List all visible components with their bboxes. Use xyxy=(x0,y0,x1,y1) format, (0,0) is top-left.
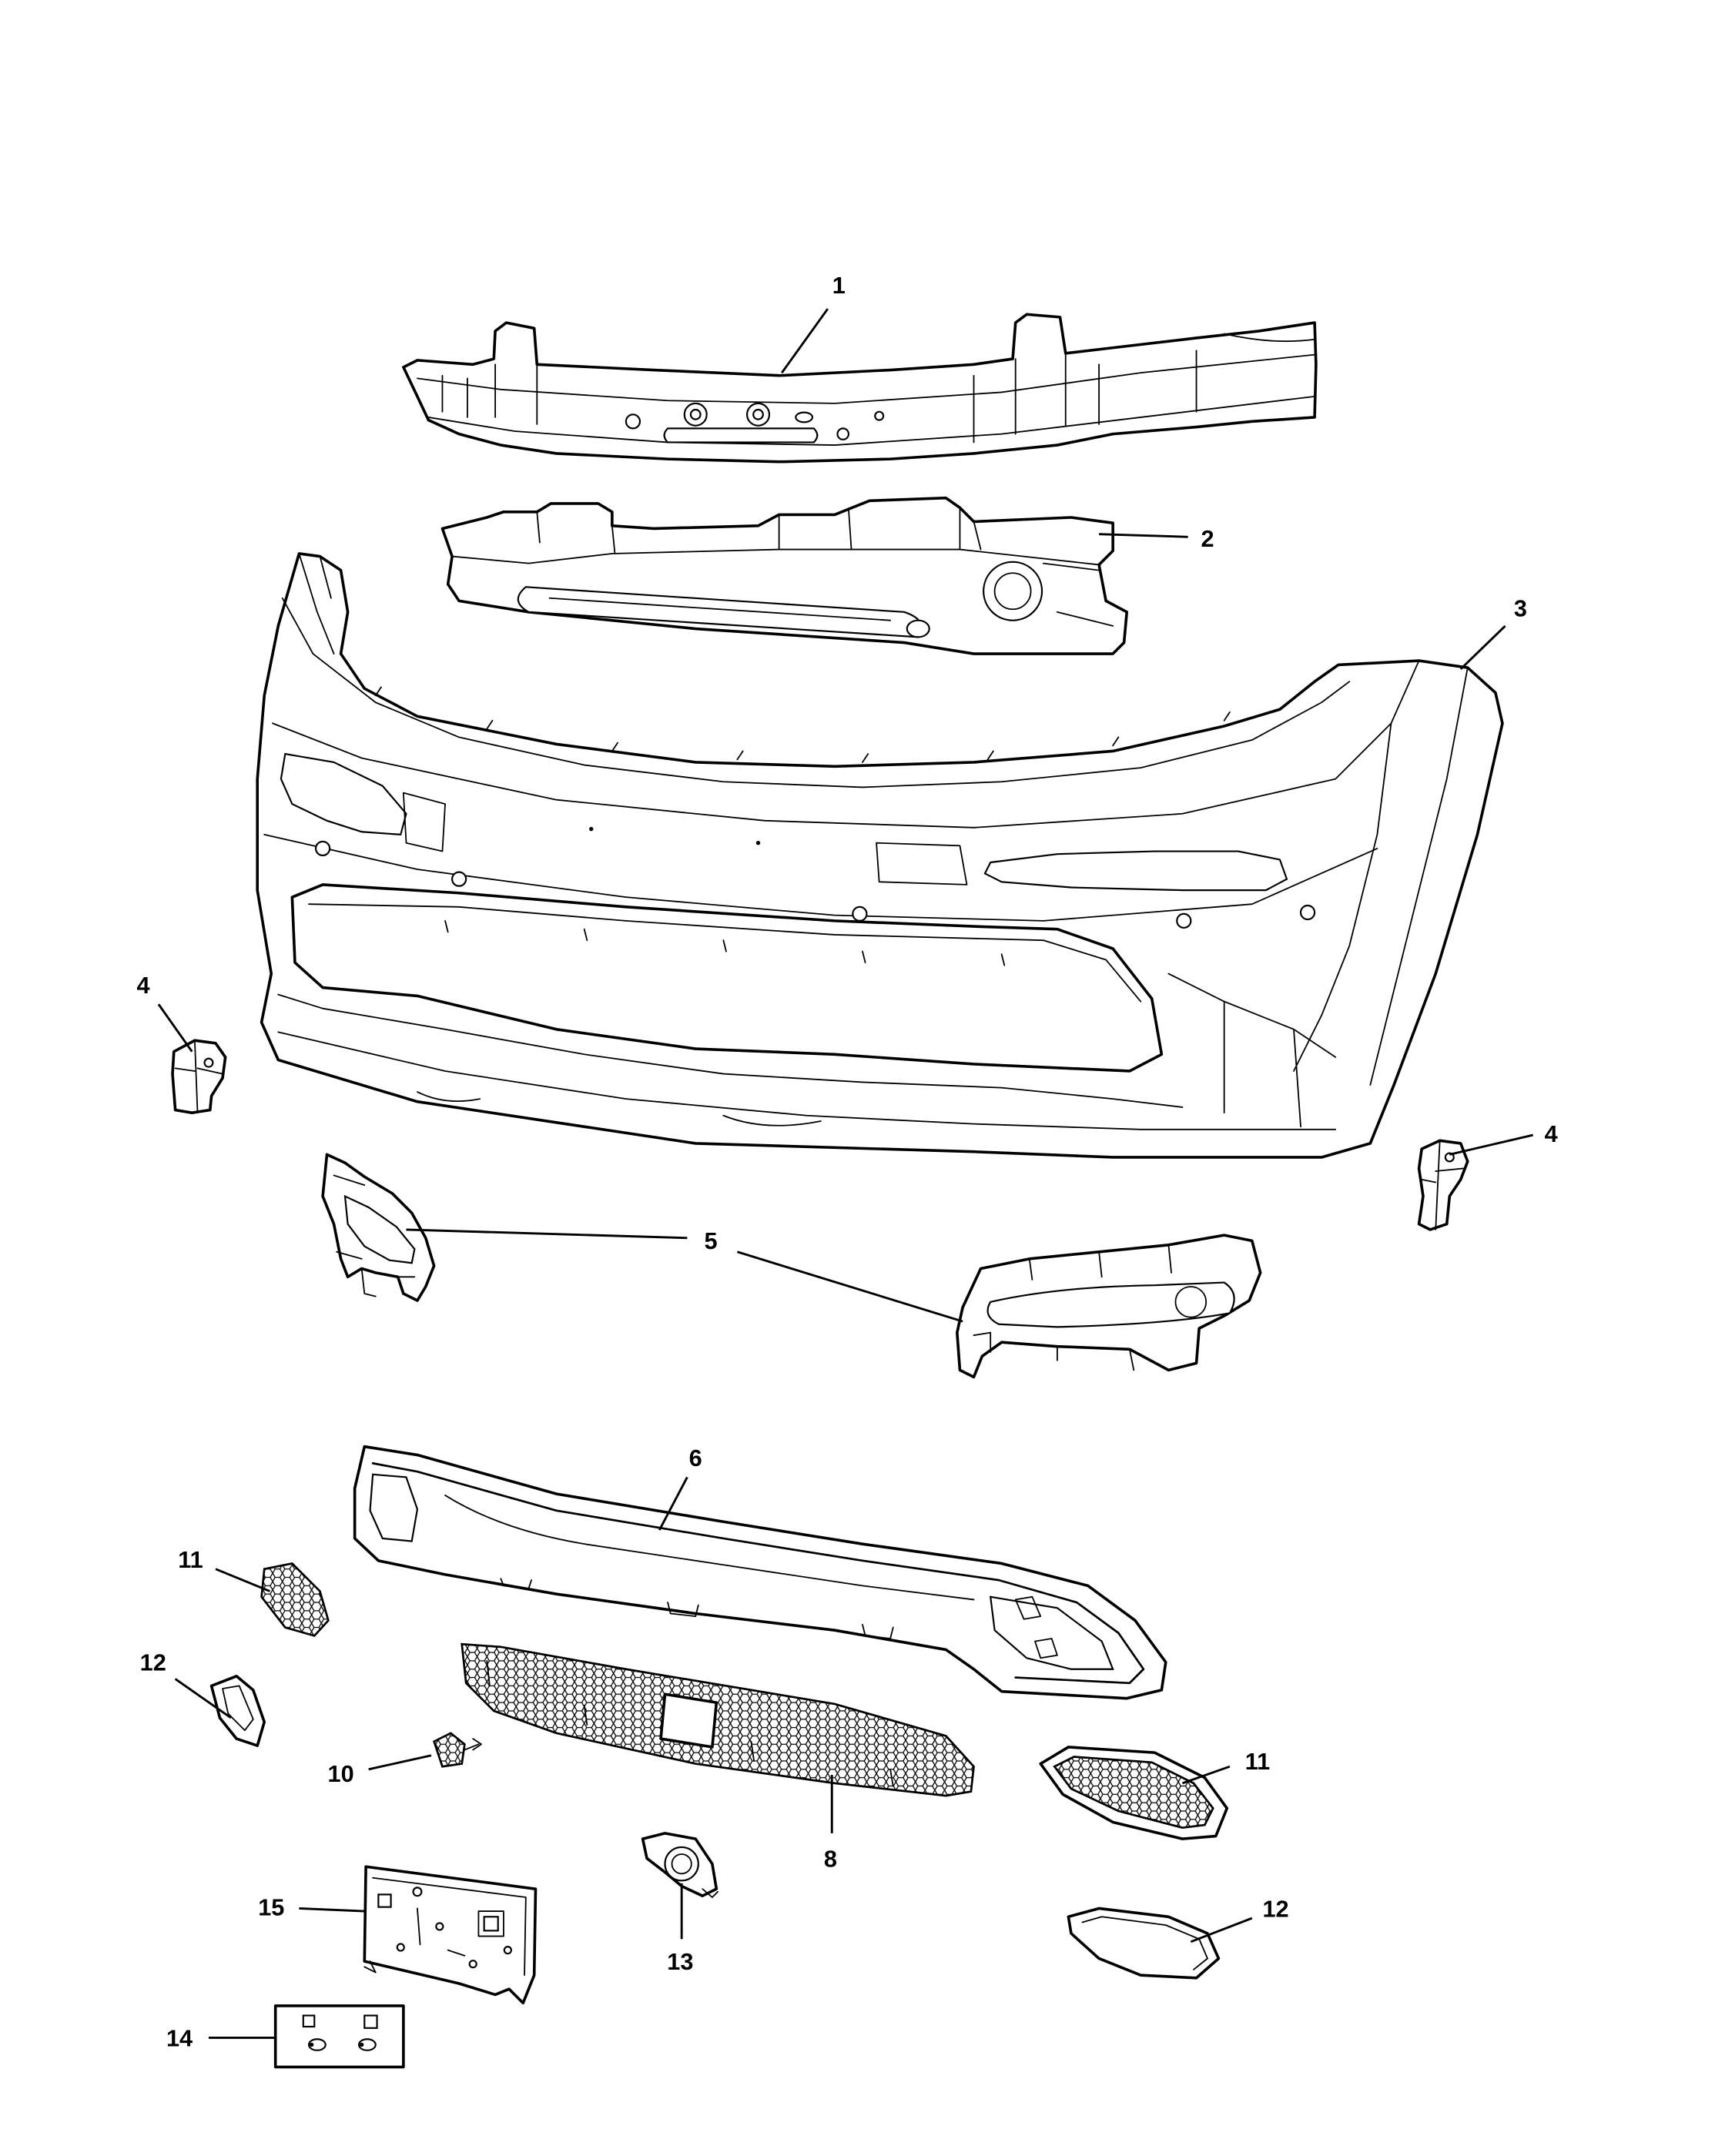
callout-label-6: 6 xyxy=(689,1445,702,1471)
part-14-hardware-box xyxy=(273,2004,405,2069)
callout-label-11-right: 11 xyxy=(1245,1748,1270,1775)
callout-label-11-left: 11 xyxy=(178,1546,203,1573)
part-3-fascia xyxy=(256,552,1504,1159)
callout-labels: 1 2 3 4 4 5 6 11 12 10 8 11 15 13 12 14 xyxy=(137,272,1558,2051)
part-1-beam xyxy=(402,313,1318,464)
callout-label-15: 15 xyxy=(258,1893,284,1920)
part-12-cover-right xyxy=(1067,1907,1221,1980)
part-4-bracket-right xyxy=(1417,1139,1469,1231)
leader-line-2 xyxy=(1099,533,1188,538)
part-11-grille-right xyxy=(1039,1746,1229,1840)
leader-line-5-left xyxy=(406,1228,688,1240)
callout-label-14: 14 xyxy=(166,2024,193,2051)
leader-line-12-left xyxy=(174,1678,232,1719)
callout-label-5: 5 xyxy=(705,1227,718,1254)
leader-line-11-right xyxy=(1182,1765,1231,1785)
part-12-cover-left xyxy=(209,1674,266,1747)
part-11-grille-left xyxy=(260,1562,330,1637)
part-13-bezel xyxy=(641,1832,719,1898)
callout-label-12-left: 12 xyxy=(140,1649,166,1676)
leader-line-15 xyxy=(299,1907,365,1913)
callout-label-4-left: 4 xyxy=(137,972,150,999)
part-10-clip xyxy=(432,1732,482,1768)
callout-label-4-right: 4 xyxy=(1545,1120,1558,1147)
leader-line-5-right xyxy=(736,1250,963,1323)
callout-label-1: 1 xyxy=(832,272,846,299)
part-5-bezel-right xyxy=(956,1234,1262,1379)
callout-label-10: 10 xyxy=(328,1760,354,1787)
part-5-bezel-left xyxy=(321,1153,436,1302)
leader-lines xyxy=(157,308,1534,2039)
callout-label-12-right: 12 xyxy=(1262,1895,1288,1922)
leader-line-12-right xyxy=(1190,1917,1253,1943)
part-15-plate-bracket xyxy=(363,1865,538,2005)
leader-line-1 xyxy=(781,308,829,373)
leader-line-4-right xyxy=(1449,1133,1534,1156)
leader-line-4-left xyxy=(157,1003,193,1053)
leader-line-6 xyxy=(658,1476,688,1531)
leader-line-10 xyxy=(368,1754,432,1771)
callout-label-3: 3 xyxy=(1514,594,1527,621)
leader-line-3 xyxy=(1459,624,1506,670)
part-8-lower-grille xyxy=(461,1642,975,1797)
callout-label-8: 8 xyxy=(824,1845,837,1872)
callout-label-2: 2 xyxy=(1201,525,1214,552)
part-4-bracket-left xyxy=(171,1039,227,1114)
leader-line-11-left xyxy=(215,1568,271,1592)
part-6-lower-fascia xyxy=(353,1445,1167,1700)
callout-label-13: 13 xyxy=(667,1948,693,1975)
part-2-absorber xyxy=(440,496,1129,655)
